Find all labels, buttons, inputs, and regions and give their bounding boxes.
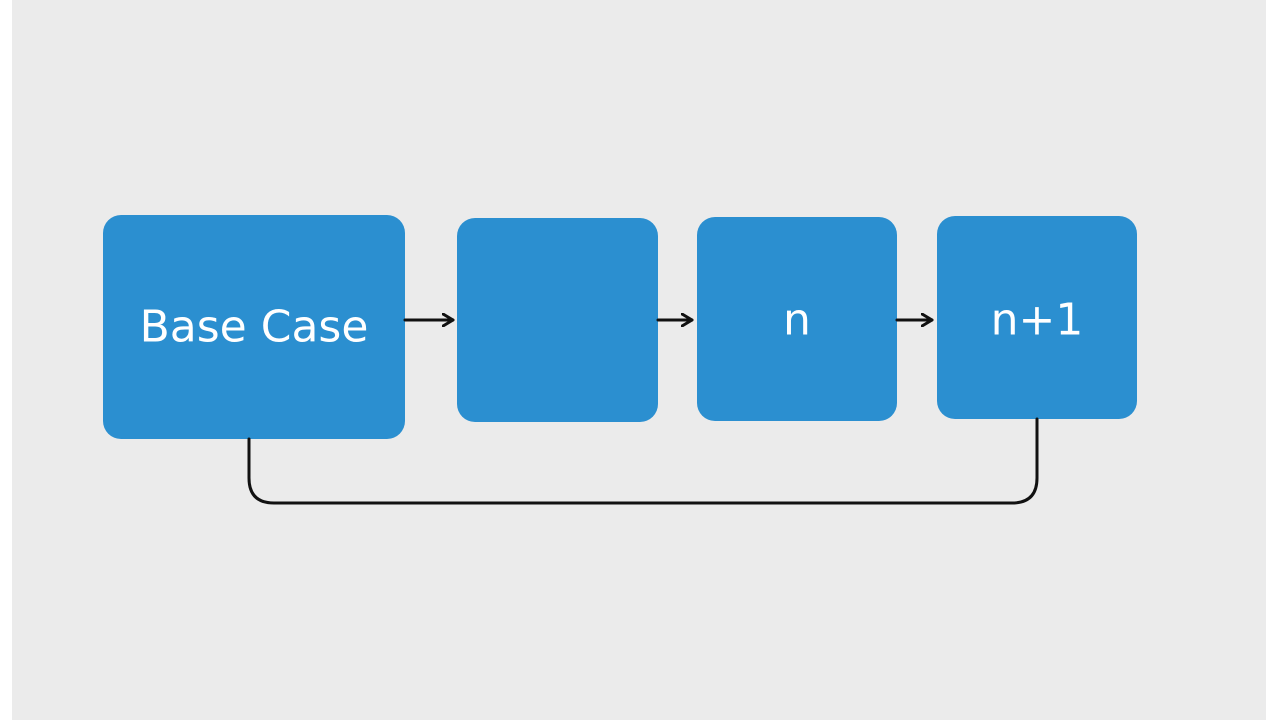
node-base-case-box [103, 215, 405, 439]
loop-connector [247, 417, 1039, 505]
node-n-plus-1-box [937, 216, 1137, 419]
node-n-plus-1: n+1 [937, 216, 1137, 419]
node-base-case-label: Base Case [140, 302, 369, 353]
node-n-box [697, 217, 897, 421]
node-step-2-box [457, 218, 658, 422]
node-n: n [697, 217, 897, 421]
node-n-label: n [783, 295, 811, 346]
node-step-2 [457, 218, 658, 422]
node-n-plus-1-label: n+1 [991, 295, 1084, 346]
node-base-case: Base Case [103, 215, 405, 439]
